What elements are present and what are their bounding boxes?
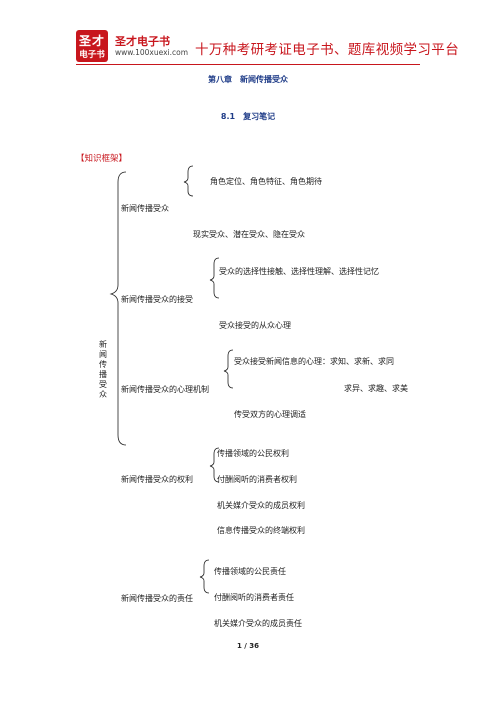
group3-item2: 求异、求趣、求美 xyxy=(344,384,408,393)
root-brace xyxy=(109,171,127,446)
logo-text-top: 圣才 xyxy=(78,34,105,48)
logo: 圣才 电子书 xyxy=(76,30,108,62)
group3-item3: 传受双方的心理调适 xyxy=(234,410,306,419)
group5-item2: 付酬阅听的消费者责任 xyxy=(214,593,294,602)
site-url[interactable]: www.100xuexi.com xyxy=(115,48,189,57)
group5-item3: 机关媒介受众的成员责任 xyxy=(214,619,302,628)
group1-label: 新闻传播受众 xyxy=(121,204,169,213)
group2-brace xyxy=(209,257,220,299)
group3-brace xyxy=(223,349,234,389)
chapter-title: 第八章 新闻传播受众 xyxy=(208,75,288,84)
group1-item2: 现实受众、潜在受众、隐在受众 xyxy=(193,230,305,239)
group3-label: 新闻传播受众的心理机制 xyxy=(121,385,209,394)
group5-brace xyxy=(199,559,210,594)
header-divider xyxy=(76,64,420,65)
group4-label: 新闻传播受众的权利 xyxy=(121,475,193,484)
group2-label: 新闻传播受众的接受 xyxy=(121,295,193,304)
brand-name: 圣才电子书 xyxy=(115,35,170,48)
group4-item4: 信息传播受众的终端权利 xyxy=(217,526,305,535)
logo-text-bottom: 电子书 xyxy=(79,50,105,60)
group4-item1: 传播领域的公民权利 xyxy=(217,449,289,458)
group5-item1: 传播领域的公民责任 xyxy=(214,567,286,576)
page-number: 1 / 36 xyxy=(236,642,260,650)
group3-item1: 受众接受新闻信息的心理：求知、求新、求同 xyxy=(234,357,394,366)
knowledge-frame-heading: 【知识框架】 xyxy=(76,154,128,164)
group2-item1: 受众的选择性接触、选择性理解、选择性记忆 xyxy=(219,267,379,276)
group1-item1: 角色定位、角色特征、角色期待 xyxy=(210,177,322,186)
group4-item3: 机关媒介受众的成员权利 xyxy=(217,501,305,510)
group4-item2: 付酬阅听的消费者权利 xyxy=(217,475,297,484)
group5-label: 新闻传播受众的责任 xyxy=(121,594,193,603)
header-slogan: 十万种考研考证电子书、题库视频学习平台 xyxy=(195,42,460,58)
root-label: 新闻传播受众 xyxy=(99,340,107,399)
section-title: 8.1 复习笔记 xyxy=(220,112,276,121)
group1-brace xyxy=(183,165,194,197)
group4-brace xyxy=(209,447,220,483)
group2-item2: 受众接受的从众心理 xyxy=(219,321,291,330)
